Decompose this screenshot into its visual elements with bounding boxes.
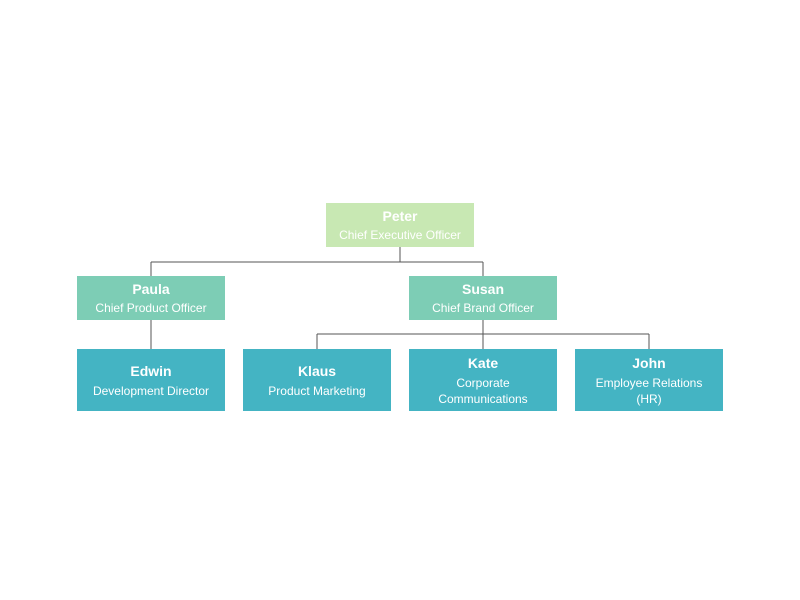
node-title: Employee Relations (HR) [595,375,703,406]
node-klaus: Klaus Product Marketing [243,349,391,411]
node-title: Product Marketing [268,383,366,398]
node-john: John Employee Relations (HR) [575,349,723,411]
node-title: Chief Product Officer [95,301,207,315]
node-kate: Kate Corporate Communications [409,349,557,411]
node-paula: Paula Chief Product Officer [77,276,225,320]
node-name: Susan [461,281,504,297]
node-name: Edwin [130,362,172,379]
node-susan: Susan Chief Brand Officer [409,276,557,320]
node-name: John [632,354,666,371]
node-name: Klaus [297,362,337,379]
node-title: Chief Brand Officer [432,301,534,315]
node-name: Peter [382,208,418,224]
node-name: Paula [132,281,170,297]
node-edwin: Edwin Development Director [77,349,225,411]
node-title: Corporate Communications [438,375,528,406]
node-name: Kate [467,354,499,371]
node-title: Development Director [92,383,210,398]
node-peter: Peter Chief Executive Officer [326,203,474,247]
node-title: Chief Executive Officer [339,228,461,242]
